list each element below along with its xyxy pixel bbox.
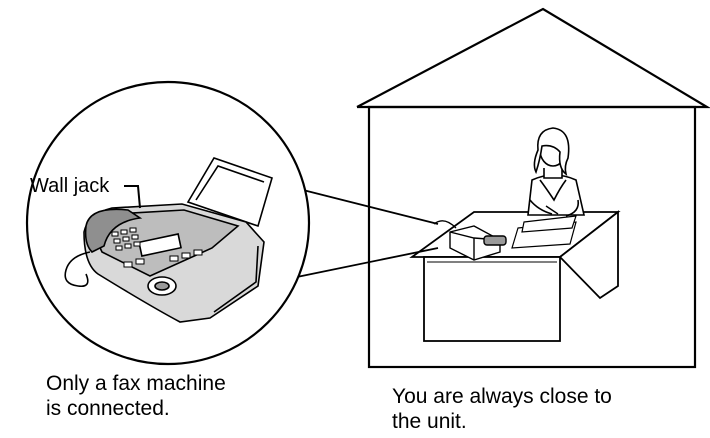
desk xyxy=(412,212,618,341)
caption-left-line1: Only a fax machine xyxy=(46,371,306,396)
person-at-desk-icon xyxy=(528,128,584,216)
caption-right-line1: You are always close to xyxy=(392,384,692,409)
zoom-lines xyxy=(292,190,438,278)
caption-left: Only a fax machine is connected. xyxy=(46,371,306,421)
caption-right: You are always close to the unit. xyxy=(392,384,692,434)
caption-left-line2: is connected. xyxy=(46,396,306,421)
caption-right-line2: the unit. xyxy=(392,409,692,434)
wall-jack-label: Wall jack xyxy=(30,175,109,197)
